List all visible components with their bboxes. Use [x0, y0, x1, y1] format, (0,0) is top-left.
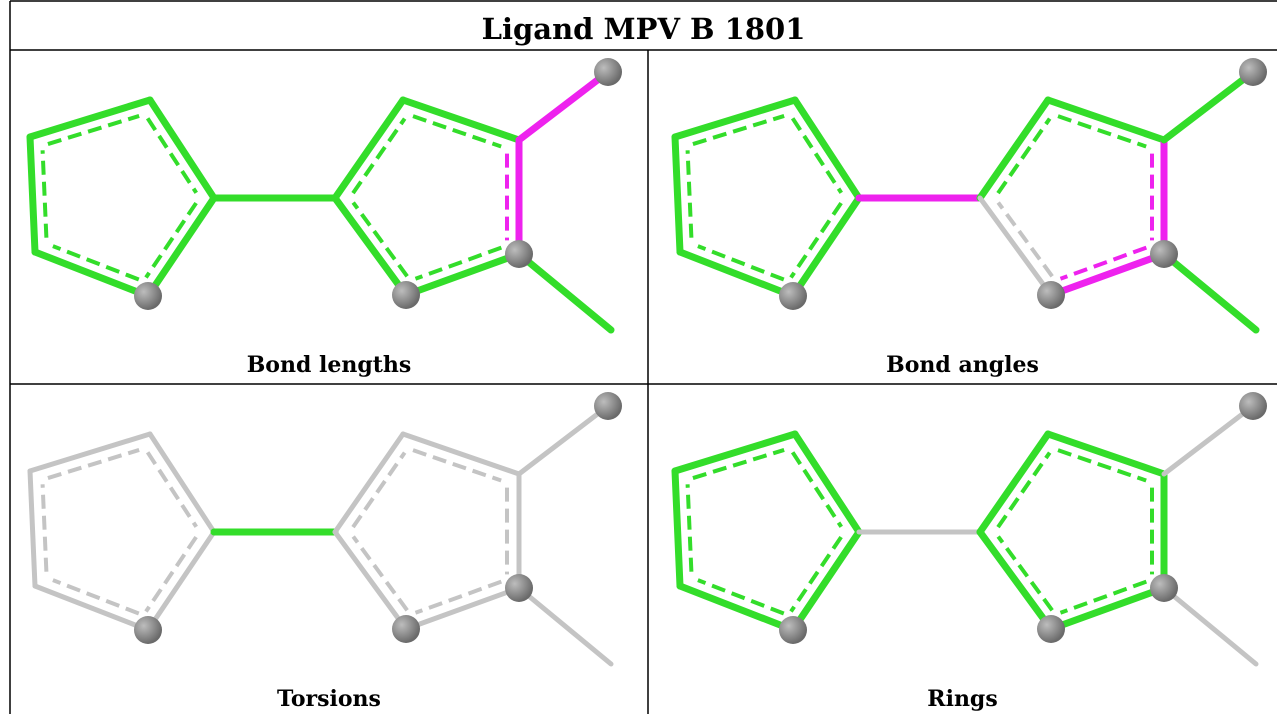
- bond-7-10: [516, 403, 611, 477]
- bond-7-10: [1160, 68, 1257, 144]
- bond-2-3: [144, 529, 217, 633]
- bond-1-2: [790, 430, 863, 536]
- bond-5-6: [976, 430, 1052, 536]
- molecule-bond-angles: [671, 58, 1267, 334]
- bond-2-3: [144, 194, 218, 300]
- atom-sphere-8: [505, 574, 533, 602]
- atom-sphere-10: [1239, 392, 1267, 420]
- atom-sphere-3: [779, 616, 807, 644]
- molecule-rings: [671, 392, 1267, 667]
- bond-0-1: [27, 431, 153, 480]
- caption-bond-angles: Bond angles: [886, 352, 1039, 378]
- atom-sphere-9: [1037, 281, 1065, 309]
- caption-bond-lengths: Bond lengths: [246, 352, 412, 378]
- bond-8-9: [403, 579, 522, 632]
- atom-sphere-8: [1150, 574, 1178, 602]
- molecule-torsions: [27, 392, 622, 667]
- bond-6-7: [400, 431, 522, 483]
- bond-0-1: [26, 96, 154, 146]
- bond-9-5: [977, 195, 1054, 298]
- bond-3-4: [676, 578, 797, 634]
- molecule-bond-lengths: [26, 58, 622, 334]
- bond-7-10: [515, 68, 612, 144]
- atom-sphere-9: [392, 615, 420, 643]
- bond-9-5: [332, 529, 409, 632]
- atom-sphere-8: [505, 240, 533, 268]
- bond-5-6: [332, 431, 407, 535]
- bond-8-11: [1160, 250, 1260, 334]
- caption-rings: Rings: [927, 686, 998, 712]
- bond-8-9: [1047, 579, 1168, 633]
- atom-sphere-8: [1150, 240, 1178, 268]
- bond-7-8: [1150, 136, 1168, 258]
- bond-1-2: [790, 96, 863, 202]
- bond-8-9: [1047, 245, 1168, 299]
- bond-4-0: [26, 133, 49, 256]
- bond-3-4: [31, 244, 152, 300]
- bond-0-1: [671, 430, 799, 480]
- bond-3-4: [676, 244, 797, 300]
- bond-4-0: [27, 468, 49, 589]
- bond-6-7: [1044, 96, 1168, 149]
- bond-8-11: [515, 250, 615, 334]
- bond-3-4: [32, 578, 151, 633]
- caption-torsions: Torsions: [277, 686, 381, 712]
- bond-9-5: [331, 194, 410, 299]
- bond-2-3: [789, 194, 863, 300]
- bond-5-6: [976, 96, 1052, 202]
- bond-0-1: [671, 96, 799, 146]
- bond-8-11: [1161, 585, 1259, 667]
- bond-5-6: [331, 96, 407, 202]
- bond-7-8: [505, 136, 523, 258]
- bond-1-2: [145, 96, 218, 202]
- bond-8-9: [402, 245, 523, 299]
- bond-6-7: [399, 96, 523, 149]
- bond-8-11: [516, 585, 614, 667]
- bond-4-0: [671, 467, 694, 590]
- atom-sphere-9: [1037, 615, 1065, 643]
- table-title: Ligand MPV B 1801: [481, 12, 806, 46]
- bond-2-3: [789, 528, 863, 634]
- bond-4-0: [671, 133, 694, 256]
- atom-sphere-3: [779, 282, 807, 310]
- atom-sphere-10: [1239, 58, 1267, 86]
- bond-7-8: [505, 471, 522, 591]
- atom-sphere-3: [134, 282, 162, 310]
- atom-sphere-3: [134, 616, 162, 644]
- bond-7-8: [1150, 470, 1168, 592]
- bond-1-2: [145, 431, 217, 535]
- atom-sphere-10: [594, 392, 622, 420]
- bond-6-7: [1044, 430, 1168, 483]
- bond-7-10: [1161, 403, 1256, 477]
- atom-sphere-10: [594, 58, 622, 86]
- bond-9-5: [976, 528, 1055, 633]
- atom-sphere-9: [392, 281, 420, 309]
